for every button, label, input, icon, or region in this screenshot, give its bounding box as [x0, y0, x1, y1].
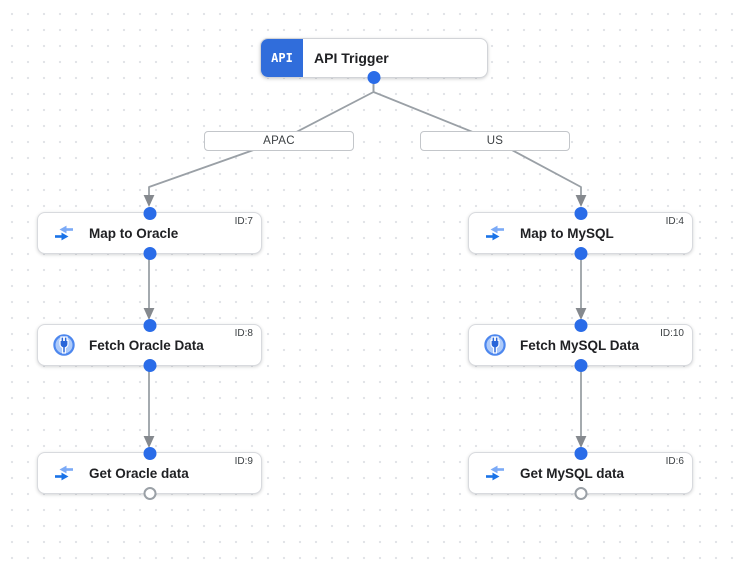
node-label: Get Oracle data	[89, 465, 189, 481]
node-id-badge: ID:8	[234, 328, 253, 339]
data-mapping-icon	[52, 461, 76, 485]
node-id-badge: ID:9	[234, 456, 253, 467]
edge-map-oracle-to-fetch-oracle	[143, 254, 155, 320]
connector-icon	[483, 333, 507, 357]
node-get-mysql-data[interactable]: Get MySQL data ID:6	[468, 446, 693, 500]
api-trigger-node[interactable]: API API Trigger	[260, 38, 488, 84]
node-label: Map to Oracle	[89, 225, 179, 241]
output-dot[interactable]	[143, 246, 156, 260]
branch-label-us[interactable]: US	[420, 131, 570, 151]
node-map-to-mysql[interactable]: Map to MySQL ID:4	[468, 206, 693, 260]
node-label: Fetch Oracle Data	[89, 337, 204, 353]
data-mapping-icon	[483, 221, 507, 245]
trigger-output-dot[interactable]	[367, 70, 381, 84]
node-label: Get MySQL data	[520, 465, 625, 481]
node-id-badge: ID:6	[665, 456, 684, 467]
input-dot[interactable]	[143, 446, 156, 460]
node-id-badge: ID:10	[660, 328, 684, 339]
api-trigger-label: API Trigger	[314, 50, 389, 66]
output-dot[interactable]	[574, 246, 587, 260]
api-trigger-badge: API	[261, 39, 303, 77]
edge-map-mysql-to-fetch-mysql	[575, 254, 587, 320]
node-map-to-oracle[interactable]: Map to Oracle ID:7	[37, 206, 262, 260]
edge-fetch-oracle-to-get-oracle	[143, 366, 155, 448]
output-dot[interactable]	[143, 358, 156, 372]
input-dot[interactable]	[574, 318, 587, 332]
input-dot[interactable]	[143, 206, 156, 220]
node-fetch-mysql-data[interactable]: Fetch MySQL Data ID:10	[468, 318, 693, 372]
input-dot[interactable]	[574, 206, 587, 220]
node-fetch-oracle-data[interactable]: Fetch Oracle Data ID:8	[37, 318, 262, 372]
output-dot[interactable]	[574, 358, 587, 372]
open-endpoint-dot[interactable]	[574, 486, 587, 500]
node-label: Fetch MySQL Data	[520, 337, 640, 353]
input-dot[interactable]	[143, 318, 156, 332]
edge-fetch-mysql-to-get-mysql	[575, 366, 587, 448]
node-get-oracle-data[interactable]: Get Oracle data ID:9	[37, 446, 262, 500]
data-mapping-icon	[483, 461, 507, 485]
connector-icon	[52, 333, 76, 357]
input-dot[interactable]	[574, 446, 587, 460]
node-id-badge: ID:7	[234, 216, 253, 227]
node-id-badge: ID:4	[665, 216, 684, 227]
node-label: Map to MySQL	[520, 225, 614, 241]
data-mapping-icon	[52, 221, 76, 245]
branch-label-apac[interactable]: APAC	[204, 131, 354, 151]
open-endpoint-dot[interactable]	[143, 486, 156, 500]
